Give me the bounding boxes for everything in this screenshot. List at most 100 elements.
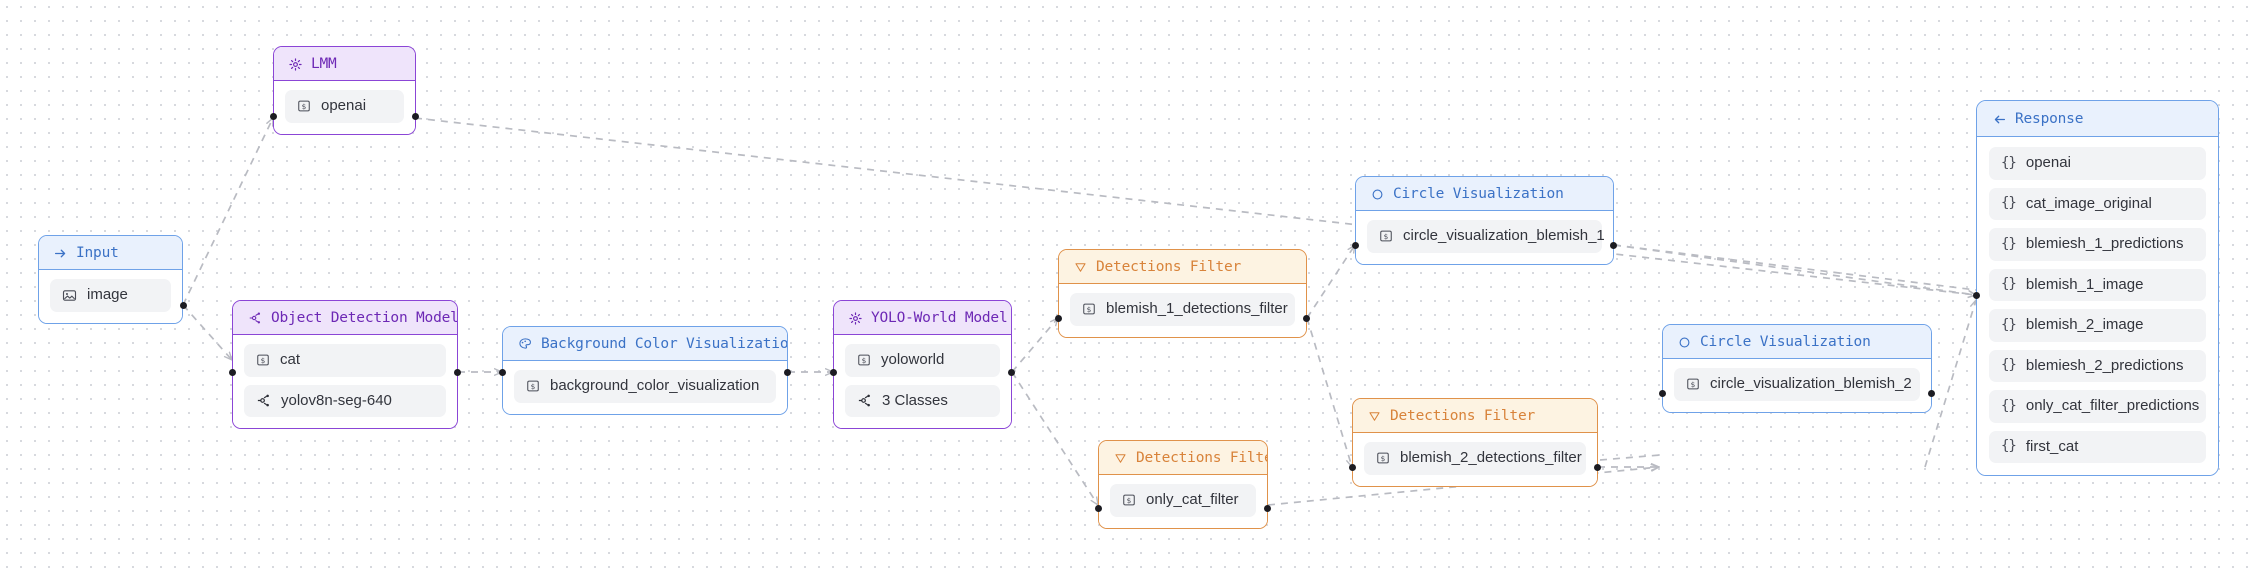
edge-circleviz1-to-response: [1613, 244, 1976, 295]
node-circle-visualization-1[interactable]: Circle Visualization $ circle_visualizat…: [1355, 176, 1614, 265]
response-outputs-list: {} openai {} cat_image_original {} blemi…: [1977, 137, 2218, 475]
node-detections-filter-3[interactable]: Detections Filter $ only_cat_filter: [1098, 440, 1268, 529]
port-filter3-out[interactable]: [1264, 505, 1271, 512]
node-detections-filter-3-title: Detections Filter: [1136, 450, 1268, 466]
arrow-right-icon: [54, 247, 67, 260]
port-circleviz1-out[interactable]: [1610, 242, 1617, 249]
arrow-left-icon: [1993, 113, 2006, 126]
filter-funnel-icon: [1368, 410, 1381, 423]
port-objdet-out[interactable]: [454, 369, 461, 376]
paint-icon: [518, 337, 532, 351]
node-lmm-body: $ openai: [274, 81, 415, 134]
node-detections-filter-1-header: Detections Filter: [1059, 250, 1306, 284]
node-object-detection-model-header: Object Detection Model: [233, 301, 457, 335]
node-yolo-world-model[interactable]: YOLO-World Model $ yoloworld: [833, 300, 1012, 429]
field-3-classes[interactable]: 3 Classes: [845, 384, 1000, 417]
field-circle-visualization-blemish-2-label: circle_visualization_blemish_2: [1710, 375, 1912, 392]
port-yolo-in[interactable]: [830, 369, 837, 376]
node-detections-filter-1[interactable]: Detections Filter $ blemish_1_detections…: [1058, 249, 1307, 338]
response-output-item[interactable]: {} only_cat_filter_predictions: [1989, 390, 2206, 423]
field-cat-label: cat: [280, 351, 301, 368]
field-blemish-2-detections-filter-label: blemish_2_detections_filter: [1400, 449, 1582, 466]
field-blemish-2-detections-filter[interactable]: $ blemish_2_detections_filter: [1364, 442, 1586, 475]
response-panel[interactable]: Response {} openai {} cat_image_original…: [1976, 100, 2219, 476]
response-output-item[interactable]: {} blemiesh_1_predictions: [1989, 228, 2206, 261]
svg-text:$: $: [1381, 454, 1386, 463]
port-lmm-out[interactable]: [412, 113, 419, 120]
field-openai[interactable]: $ openai: [285, 90, 404, 123]
field-blemish-1-detections-filter[interactable]: $ blemish_1_detections_filter: [1070, 293, 1295, 326]
field-background-color-visualization[interactable]: $ background_color_visualization: [514, 370, 776, 403]
response-output-item[interactable]: {} openai: [1989, 147, 2206, 180]
field-circle-visualization-blemish-2[interactable]: $ circle_visualization_blemish_2: [1674, 368, 1920, 401]
node-detections-filter-2[interactable]: Detections Filter $ blemish_2_detections…: [1352, 398, 1598, 487]
field-only-cat-filter-label: only_cat_filter: [1146, 491, 1239, 508]
node-circle-visualization-2-body: $ circle_visualization_blemish_2: [1663, 359, 1931, 412]
response-output-label: openai: [2025, 154, 2071, 171]
response-panel-title: Response: [2015, 111, 2084, 127]
string-param-icon: $: [1379, 229, 1393, 243]
node-detections-filter-3-body: $ only_cat_filter: [1099, 475, 1267, 528]
field-yoloworld[interactable]: $ yoloworld: [845, 344, 1000, 377]
node-circle-visualization-2[interactable]: Circle Visualization $ circle_visualizat…: [1662, 324, 1932, 413]
string-param-icon: $: [526, 379, 540, 393]
string-param-icon: $: [1082, 302, 1096, 316]
port-circleviz2-in[interactable]: [1659, 390, 1666, 397]
port-bgviz-out[interactable]: [784, 369, 791, 376]
port-response-in[interactable]: [1973, 292, 1980, 299]
node-input[interactable]: Input image: [38, 235, 183, 324]
node-lmm[interactable]: LMM $ openai: [273, 46, 416, 135]
object-braces-icon: {}: [2001, 235, 2017, 252]
object-braces-icon: {}: [2001, 276, 2017, 293]
field-image[interactable]: image: [50, 279, 171, 312]
response-output-item[interactable]: {} cat_image_original: [1989, 187, 2206, 220]
port-circleviz2-out[interactable]: [1928, 390, 1935, 397]
field-yolov8n-seg-640[interactable]: yolov8n-seg-640: [244, 384, 446, 417]
string-param-icon: $: [297, 99, 311, 113]
port-filter1-in[interactable]: [1055, 315, 1062, 322]
gear-icon: [289, 57, 302, 71]
field-only-cat-filter[interactable]: $ only_cat_filter: [1110, 484, 1256, 517]
port-filter3-in[interactable]: [1095, 505, 1102, 512]
node-lmm-header: LMM: [274, 47, 415, 81]
edge-yolo-to-filter3: [1011, 371, 1098, 505]
port-filter2-out[interactable]: [1594, 464, 1601, 471]
svg-text:$: $: [1384, 232, 1389, 241]
response-output-item[interactable]: {} first_cat: [1989, 430, 2206, 463]
port-lmm-in[interactable]: [270, 113, 277, 120]
field-circle-visualization-blemish-1[interactable]: $ circle_visualization_blemish_1: [1367, 220, 1605, 253]
node-object-detection-model[interactable]: Object Detection Model $ cat: [232, 300, 458, 429]
edge-filter1-to-circleviz1: [1306, 245, 1355, 319]
svg-text:$: $: [302, 102, 307, 111]
port-circleviz1-in[interactable]: [1352, 242, 1359, 249]
node-input-header: Input: [39, 236, 182, 270]
object-braces-icon: {}: [2001, 154, 2017, 171]
response-output-label: only_cat_filter_predictions: [2025, 397, 2200, 414]
port-yolo-out[interactable]: [1008, 369, 1015, 376]
port-input-out[interactable]: [180, 302, 187, 309]
string-param-icon: $: [1122, 493, 1136, 507]
string-param-icon: $: [857, 353, 871, 367]
node-circle-visualization-1-title: Circle Visualization: [1393, 186, 1564, 202]
response-output-item[interactable]: {} blemish_1_image: [1989, 268, 2206, 301]
field-cat[interactable]: $ cat: [244, 344, 446, 377]
response-output-label: blemish_2_image: [2025, 316, 2144, 333]
field-yoloworld-label: yoloworld: [881, 351, 945, 368]
port-bgviz-in[interactable]: [499, 369, 506, 376]
edge-input-to-object-detection: [182, 304, 232, 360]
port-filter1-out[interactable]: [1303, 315, 1310, 322]
port-filter2-in[interactable]: [1349, 464, 1356, 471]
response-output-item[interactable]: {} blemish_2_image: [1989, 309, 2206, 342]
node-circle-visualization-1-header: Circle Visualization: [1356, 177, 1613, 211]
response-output-item[interactable]: {} blemiesh_2_predictions: [1989, 349, 2206, 382]
svg-text:$: $: [1691, 380, 1696, 389]
model-graph-icon: [248, 311, 262, 325]
edge-filter2-to-circleviz2-b: [1599, 454, 1661, 461]
port-objdet-in[interactable]: [229, 369, 236, 376]
field-background-color-visualization-label: background_color_visualization: [550, 377, 760, 394]
node-circle-visualization-2-header: Circle Visualization: [1663, 325, 1931, 359]
node-background-color-visualization[interactable]: Background Color Visualization $ backgro…: [502, 326, 788, 415]
node-background-color-visualization-body: $ background_color_visualization: [503, 361, 787, 414]
node-background-color-visualization-title: Background Color Visualization: [541, 336, 788, 352]
